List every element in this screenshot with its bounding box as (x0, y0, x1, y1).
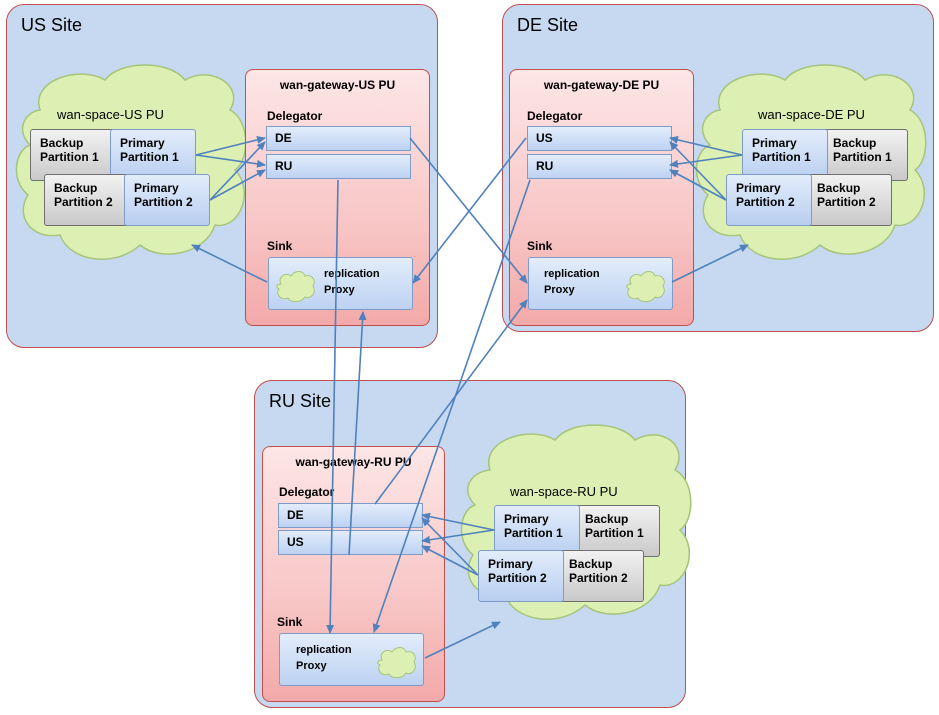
ru-backup-partition-1[interactable]: Backup Partition 1 (570, 505, 660, 557)
wan-space-ru-label: wan-space-RU PU (510, 484, 618, 499)
ru-sink-label: Sink (277, 615, 303, 629)
us-primary-partition-1[interactable]: Primary Partition 1 (110, 129, 196, 181)
us-delegator-label: Delegator (267, 109, 323, 123)
us-delegator-de[interactable]: DE (266, 126, 411, 151)
de-backup-partition-2[interactable]: Backup Partition 2 (802, 174, 892, 226)
us-backup-partition-2[interactable]: Backup Partition 2 (44, 174, 134, 226)
mini-cloud-icon (626, 271, 665, 303)
ru-site-title: RU Site (269, 391, 332, 411)
wan-space-us-label: wan-space-US PU (57, 107, 164, 122)
de-primary-partition-2[interactable]: Primary Partition 2 (726, 174, 812, 226)
de-delegator-label: Delegator (527, 109, 583, 123)
de-delegator-us[interactable]: US (527, 126, 672, 151)
de-site-title: DE Site (517, 15, 579, 35)
us-delegator-ru[interactable]: RU (266, 154, 411, 179)
ru-gateway-title: wan-gateway-RU PU (295, 455, 412, 469)
de-replication-proxy[interactable]: replication Proxy (528, 257, 673, 310)
ru-proxy-label: replication Proxy (296, 644, 352, 672)
us-replication-proxy[interactable]: replication Proxy (268, 257, 413, 310)
de-proxy-label: replication Proxy (544, 268, 600, 296)
de-backup-partition-1[interactable]: Backup Partition 1 (818, 129, 908, 181)
us-sink-label: Sink (267, 239, 293, 253)
wan-space-de-label: wan-space-DE PU (758, 107, 865, 122)
de-gateway: wan-gateway-DE PU Delegator US RU Sink r… (509, 69, 694, 326)
mini-cloud-icon (377, 647, 416, 679)
us-gateway: wan-gateway-US PU Delegator DE RU Sink r… (245, 69, 430, 326)
ru-delegator-us[interactable]: US (278, 530, 423, 555)
mini-cloud-icon (276, 271, 315, 303)
de-delegator-ru[interactable]: RU (527, 154, 672, 179)
us-primary-partition-2[interactable]: Primary Partition 2 (124, 174, 210, 226)
ru-gateway: wan-gateway-RU PU Delegator DE US Sink r… (262, 446, 445, 702)
us-gateway-title: wan-gateway-US PU (279, 78, 396, 92)
de-sink-label: Sink (527, 239, 553, 253)
de-gateway-title: wan-gateway-DE PU (543, 78, 660, 92)
ru-primary-partition-2[interactable]: Primary Partition 2 (478, 550, 564, 602)
ru-delegator-de[interactable]: DE (278, 503, 423, 528)
us-proxy-label: replication Proxy (324, 268, 380, 296)
ru-delegator-label: Delegator (279, 485, 335, 499)
ru-replication-proxy[interactable]: replication Proxy (279, 633, 424, 686)
de-primary-partition-1[interactable]: Primary Partition 1 (742, 129, 828, 181)
ru-backup-partition-2[interactable]: Backup Partition 2 (554, 550, 644, 602)
us-site-title: US Site (21, 15, 83, 35)
